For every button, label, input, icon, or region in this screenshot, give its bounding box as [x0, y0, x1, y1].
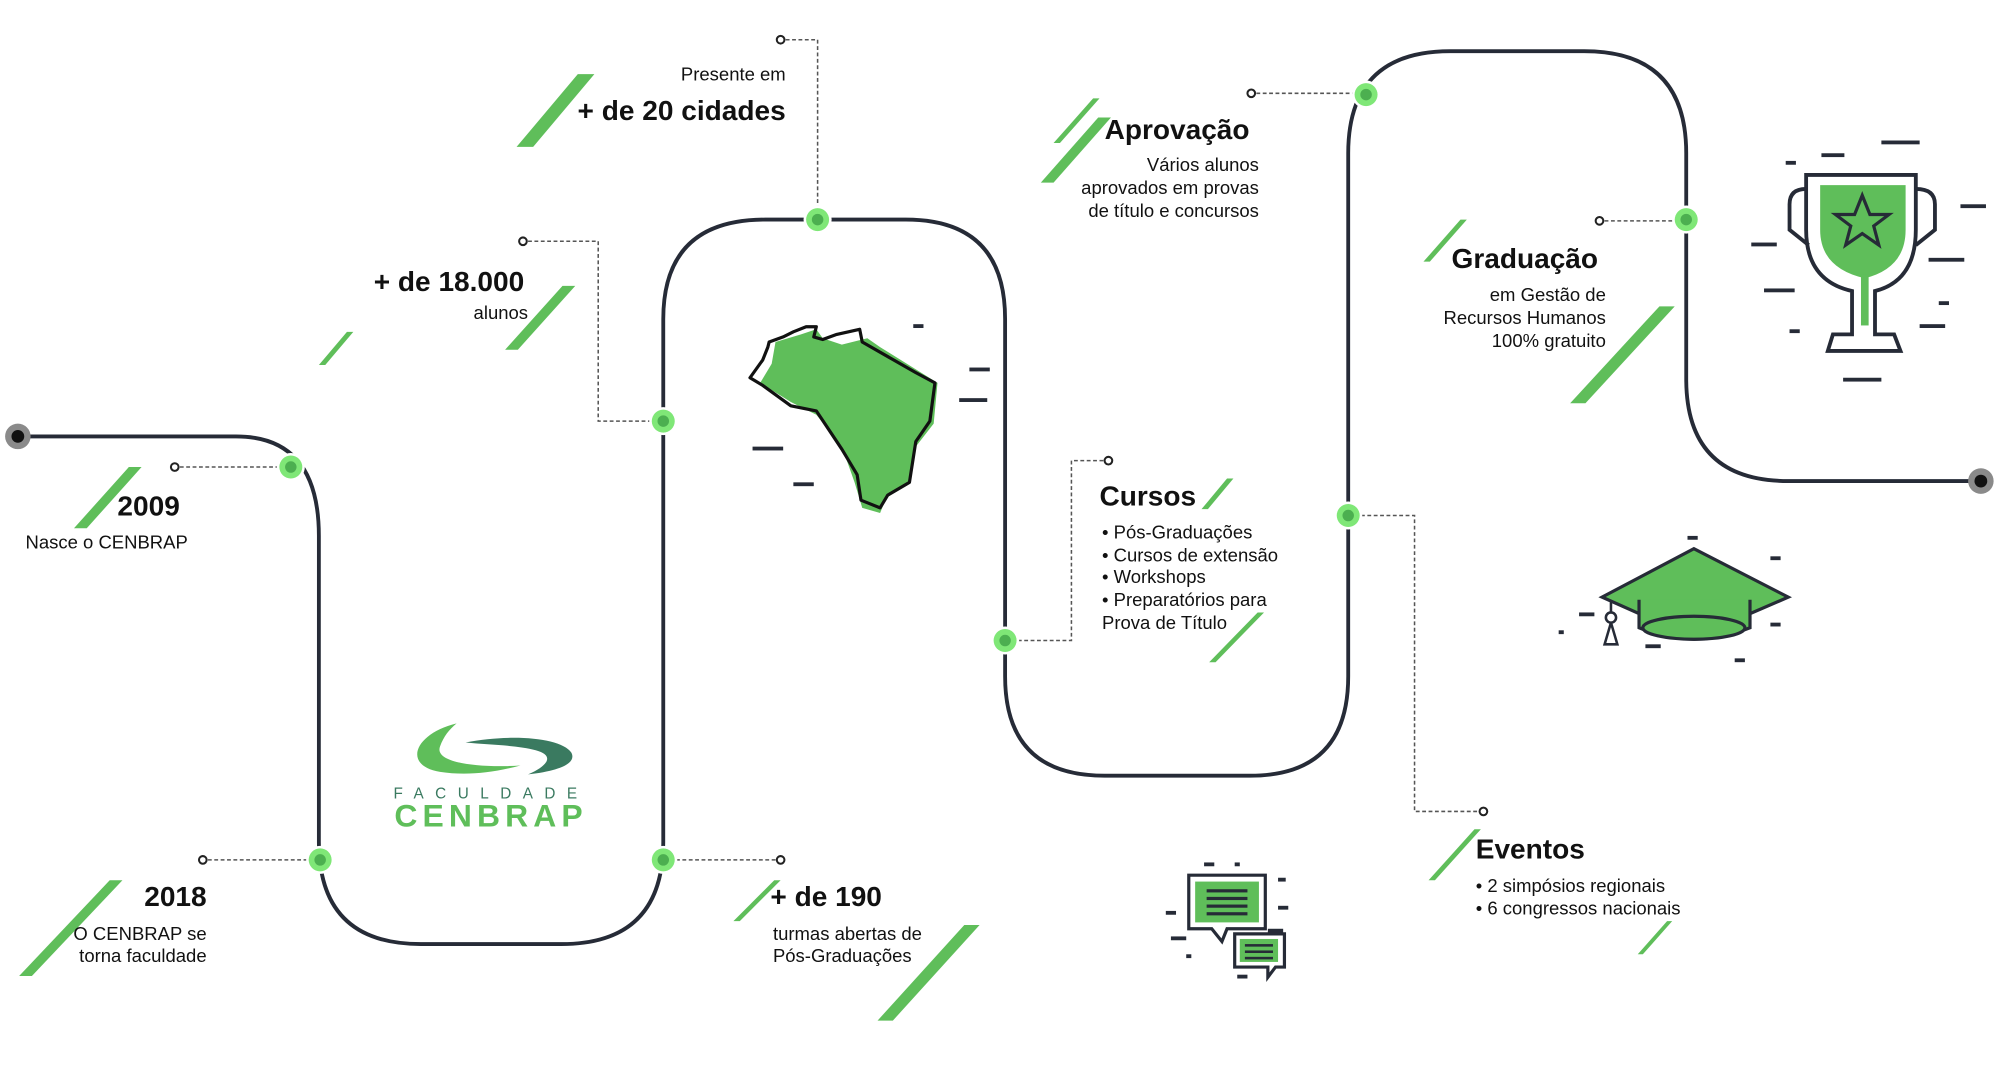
logo-swoosh-light [417, 723, 521, 774]
milestone-title: Cursos [1099, 480, 1196, 511]
milestone-title: + de 18.000 [374, 266, 524, 297]
brazil-map-icon [748, 324, 990, 513]
timeline-nodes [276, 80, 1701, 874]
node-cursos[interactable] [991, 626, 1020, 655]
milestone-title: + de 20 cidades [578, 95, 786, 126]
list-item: • Pós-Graduações [1102, 521, 1252, 542]
list-item: • Workshops [1102, 566, 1206, 587]
milestone-title: 2009 [117, 491, 179, 522]
list-item: • 2 simpósios regionais [1476, 875, 1665, 896]
timeline-start-dot [5, 423, 31, 450]
node-eventos[interactable] [1334, 501, 1363, 530]
milestone-text: Vários alunos [1147, 154, 1259, 175]
milestone-title: Aprovação [1105, 114, 1250, 145]
node-aprovacao[interactable] [1352, 80, 1381, 109]
node-2009[interactable] [276, 453, 305, 482]
milestone-cursos: Cursos • Pós-Graduações • Cursos de exte… [1099, 480, 1278, 633]
milestone-text: Presente em [681, 64, 786, 85]
slash-accents [19, 74, 1675, 1021]
milestone-text: alunos [474, 302, 528, 323]
list-item: • Cursos de extensão [1102, 544, 1278, 565]
milestone-title: 2018 [144, 881, 206, 912]
node-2018[interactable] [306, 845, 335, 874]
milestone-2009: 2009 Nasce o CENBRAP [26, 491, 188, 553]
chat-bubbles-icon [1165, 862, 1289, 983]
milestone-alunos: + de 18.000 alunos [374, 266, 528, 323]
milestone-title: + de 190 [770, 881, 882, 912]
milestone-text: 100% gratuito [1492, 330, 1606, 351]
logo-cenbrap: CENBRAP [394, 798, 587, 834]
node-alunos[interactable] [649, 407, 678, 436]
milestone-title: Graduação [1452, 243, 1599, 274]
milestone-text: em Gestão de [1490, 284, 1606, 305]
milestone-2018: 2018 O CENBRAP se torna faculdade [73, 881, 206, 966]
milestone-text: turmas abertas de [773, 923, 922, 944]
timeline-path [25, 49, 1975, 946]
node-cidades[interactable] [803, 205, 832, 234]
node-graduacao[interactable] [1672, 205, 1701, 234]
timeline-end-dot [1968, 468, 1994, 494]
graduation-cap-icon [1558, 535, 1792, 663]
milestone-title: Eventos [1476, 834, 1585, 865]
connectors [169, 34, 1674, 865]
list-item: • Preparatórios para [1102, 589, 1267, 610]
milestone-text: de título e concursos [1088, 200, 1259, 221]
cenbrap-logo: FACULDADE CENBRAP [394, 723, 589, 834]
list-item: Prova de Título [1102, 612, 1227, 633]
milestone-aprovacao: Aprovação Vários alunos aprovados em pro… [1081, 114, 1259, 221]
milestone-cidades: Presente em + de 20 cidades [578, 64, 786, 127]
node-turmas[interactable] [649, 845, 678, 874]
trophy-icon [1751, 140, 1986, 382]
milestone-text: O CENBRAP se [73, 923, 206, 944]
milestone-text: Nasce o CENBRAP [26, 532, 188, 553]
milestone-eventos: Eventos • 2 simpósios regionais • 6 cong… [1476, 834, 1681, 919]
milestone-text: Pós-Graduações [773, 945, 912, 966]
logo-swoosh-dark [465, 737, 573, 775]
milestone-text: aprovados em provas [1081, 177, 1259, 198]
milestone-turmas: + de 190 turmas abertas de Pós-Graduaçõe… [770, 881, 922, 966]
milestone-text: Recursos Humanos [1444, 307, 1606, 328]
milestone-graduacao: Graduação em Gestão de Recursos Humanos … [1444, 243, 1606, 351]
list-item: • 6 congressos nacionais [1476, 898, 1681, 919]
milestone-text: torna faculdade [79, 945, 206, 966]
logo-faculdade: FACULDADE [394, 786, 589, 803]
